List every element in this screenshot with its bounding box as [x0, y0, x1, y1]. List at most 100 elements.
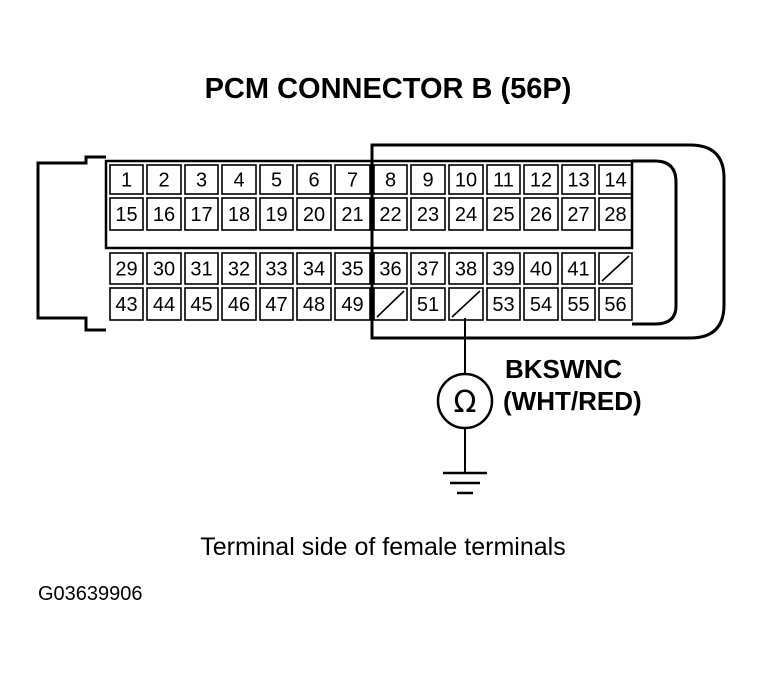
terminal-cell: 24 [448, 197, 484, 231]
terminal-cavity [259, 287, 294, 321]
terminal-cavity [334, 252, 371, 285]
terminal-cavity [334, 164, 371, 195]
terminal-cell: 43 [109, 287, 144, 321]
terminal-cell: 37 [410, 252, 446, 285]
terminal-cavity [146, 252, 182, 285]
terminal-number: 7 [347, 170, 358, 192]
diagram-caption: Terminal side of female terminals [200, 533, 565, 561]
terminal-number: 38 [455, 259, 477, 281]
terminal-cavity [259, 197, 294, 231]
terminal-number: 55 [567, 294, 589, 316]
terminal-cavity [410, 164, 446, 195]
terminal-number: 20 [303, 204, 325, 226]
terminal-cavity [523, 197, 559, 231]
terminal-cell: 53 [486, 287, 521, 321]
terminal-cavity [221, 197, 257, 231]
terminal-cell: 25 [486, 197, 521, 231]
terminal-cell: 33 [259, 252, 294, 285]
terminal-number: 9 [422, 170, 433, 192]
terminal-cell: 20 [296, 197, 332, 231]
terminal-cell: 13 [561, 164, 596, 195]
terminal-cavity [259, 252, 294, 285]
terminal-number: 43 [115, 294, 137, 316]
terminal-cavity [221, 252, 257, 285]
terminal-cell: 34 [296, 252, 332, 285]
terminal-cavity [410, 287, 446, 321]
terminal-cell: 7 [334, 164, 371, 195]
terminal-cell: 28 [598, 197, 633, 231]
terminal-cell: 40 [523, 252, 559, 285]
terminal-cavity [448, 164, 484, 195]
terminal-cell: 8 [373, 164, 408, 195]
connector-right-end [632, 159, 678, 326]
terminal-number: 40 [530, 259, 552, 281]
terminal-cavity [561, 197, 596, 231]
terminal-number: 32 [228, 259, 250, 281]
terminal-cell: 44 [146, 287, 182, 321]
terminal-cell: 15 [109, 197, 144, 231]
terminal-number: 4 [233, 170, 244, 192]
terminal-number: 45 [190, 294, 212, 316]
terminal-cavity [109, 197, 144, 231]
terminal-cavity [561, 164, 596, 195]
terminal-number: 26 [530, 204, 552, 226]
terminal-cell: 21 [334, 197, 371, 231]
terminal-cell: 6 [296, 164, 332, 195]
terminal-cavity [146, 164, 182, 195]
terminal-cell: 41 [561, 252, 596, 285]
terminal-number: 2 [158, 170, 169, 192]
terminal-cell: 10 [448, 164, 484, 195]
unused-terminal-slash [451, 290, 481, 318]
terminal-cell: 12 [523, 164, 559, 195]
terminal-cavity [448, 197, 484, 231]
terminal-cavity [334, 287, 371, 321]
unused-terminal-slash [376, 290, 405, 318]
connector-inner-panel [104, 159, 634, 250]
terminal-cell: 2 [146, 164, 182, 195]
wire-name-label: BKSWNC [505, 354, 622, 384]
terminal-cell: 36 [373, 252, 408, 285]
terminal-cell: 49 [334, 287, 371, 321]
connector-housing [370, 143, 726, 340]
terminal-cell: 16 [146, 197, 182, 231]
terminal-cell: 38 [448, 252, 484, 285]
diagram-title: PCM CONNECTOR B (56P) [205, 73, 572, 105]
terminal-cell: 22 [373, 197, 408, 231]
terminal-cavity [523, 287, 559, 321]
terminal-cell: 39 [486, 252, 521, 285]
terminal-cavity [410, 252, 446, 285]
terminal-number: 35 [341, 259, 363, 281]
terminal-cavity [221, 164, 257, 195]
terminal-cavity [146, 287, 182, 321]
terminal-cell: 14 [598, 164, 633, 195]
terminal-cell: 27 [561, 197, 596, 231]
terminal-number: 18 [228, 204, 250, 226]
terminal-cavity [448, 252, 484, 285]
terminal-number: 21 [341, 204, 363, 226]
terminal-cavity [410, 197, 446, 231]
terminal-number: 23 [417, 204, 439, 226]
connector-body [36, 143, 726, 340]
terminal-cavity [561, 287, 596, 321]
terminal-cavity [373, 197, 408, 231]
terminal-cavity [184, 164, 219, 195]
terminal-number: 39 [492, 259, 514, 281]
wire-color-label: (WHT/RED) [503, 386, 642, 416]
terminal-cavity [486, 252, 521, 285]
ohmmeter: Ω [436, 372, 494, 430]
terminal-cavity [598, 252, 633, 285]
terminal-number: 15 [115, 204, 137, 226]
terminal-cell: 9 [410, 164, 446, 195]
terminal-number: 47 [265, 294, 287, 316]
terminal-number: 19 [265, 204, 287, 226]
terminal-cavity [109, 164, 144, 195]
terminal-cell: 29 [109, 252, 144, 285]
terminal-cavity [146, 197, 182, 231]
terminal-number: 17 [190, 204, 212, 226]
terminal-number: 41 [567, 259, 589, 281]
terminal-number: 56 [604, 294, 626, 316]
terminal-cavity [373, 164, 408, 195]
terminal-cavity [373, 252, 408, 285]
